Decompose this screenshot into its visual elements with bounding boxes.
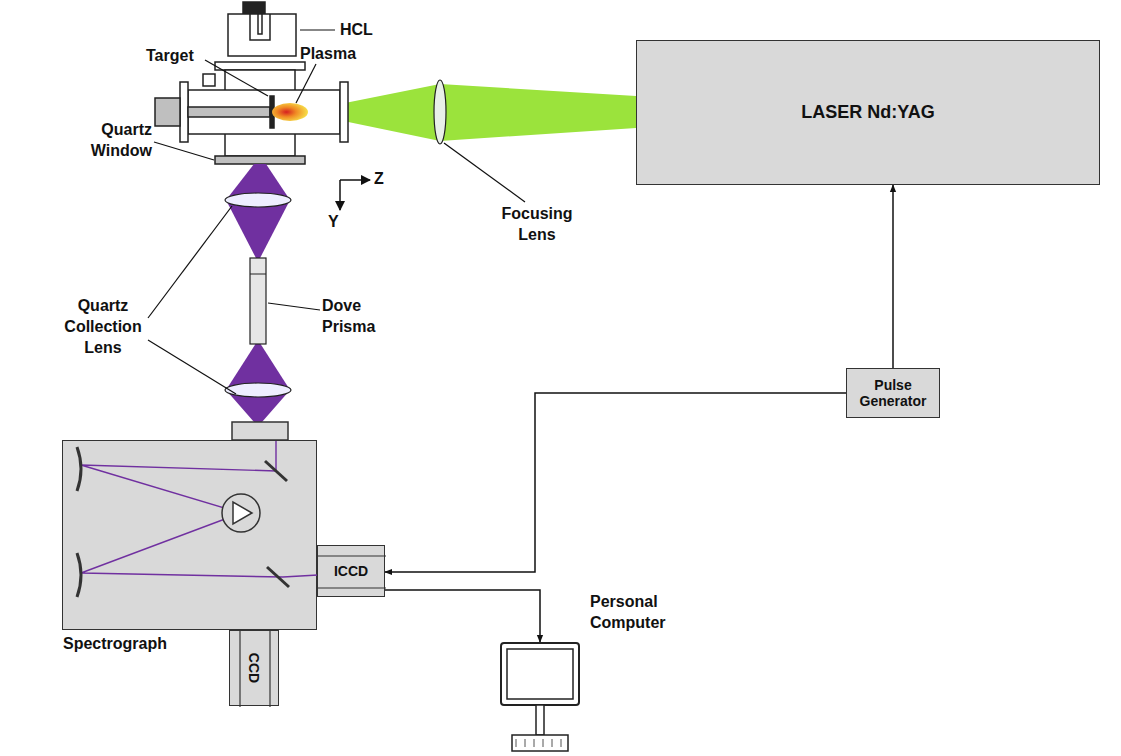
prism-divider bbox=[250, 274, 266, 275]
hcl-lamp bbox=[228, 2, 296, 56]
dove-prism bbox=[250, 258, 266, 344]
part-label: Y bbox=[328, 212, 348, 233]
node-label: Personal Computer bbox=[590, 592, 686, 634]
signal-wire bbox=[892, 185, 894, 368]
focusing-lens bbox=[434, 80, 446, 144]
spectrograph-optics bbox=[63, 441, 318, 631]
laser-beam bbox=[300, 84, 636, 141]
part-label: Plasma bbox=[300, 44, 370, 65]
vacuum-chamber bbox=[155, 62, 348, 164]
part-label: HCL bbox=[340, 20, 390, 41]
monitor-icon bbox=[500, 642, 580, 754]
collection-lens bbox=[225, 193, 291, 207]
node-label: ICCD bbox=[334, 563, 368, 579]
computer-monitor: Personal Computer bbox=[500, 642, 580, 754]
node-label: CCD bbox=[246, 653, 262, 683]
iccd-box: ICCD bbox=[317, 545, 385, 597]
leader-lines bbox=[148, 30, 525, 394]
node-label: Spectrograph bbox=[63, 635, 167, 653]
laser-box: LASER Nd:YAG bbox=[636, 40, 1100, 185]
spectrograph-box: Spectrograph bbox=[62, 440, 317, 630]
node-label: LASER Nd:YAG bbox=[801, 102, 934, 123]
node-label: Pulse Generator bbox=[847, 377, 939, 409]
axes bbox=[340, 180, 370, 210]
entrance-port bbox=[232, 422, 288, 440]
signal-wire bbox=[385, 590, 540, 642]
part-label: Quartz Window bbox=[62, 120, 152, 162]
part-label: Dove Prisma bbox=[322, 296, 392, 338]
part-label: Z bbox=[374, 169, 394, 190]
collected-light bbox=[226, 164, 290, 422]
part-label: Focusing Lens bbox=[492, 204, 582, 246]
plasma-plume bbox=[272, 103, 308, 121]
ccd-box: CCD bbox=[229, 630, 279, 706]
collection-lens bbox=[225, 383, 291, 397]
signal-wire bbox=[385, 393, 846, 572]
pulse-generator-box: Pulse Generator bbox=[846, 368, 940, 418]
part-label: Target bbox=[146, 46, 206, 67]
part-label: Quartz Collection Lens bbox=[58, 296, 148, 358]
